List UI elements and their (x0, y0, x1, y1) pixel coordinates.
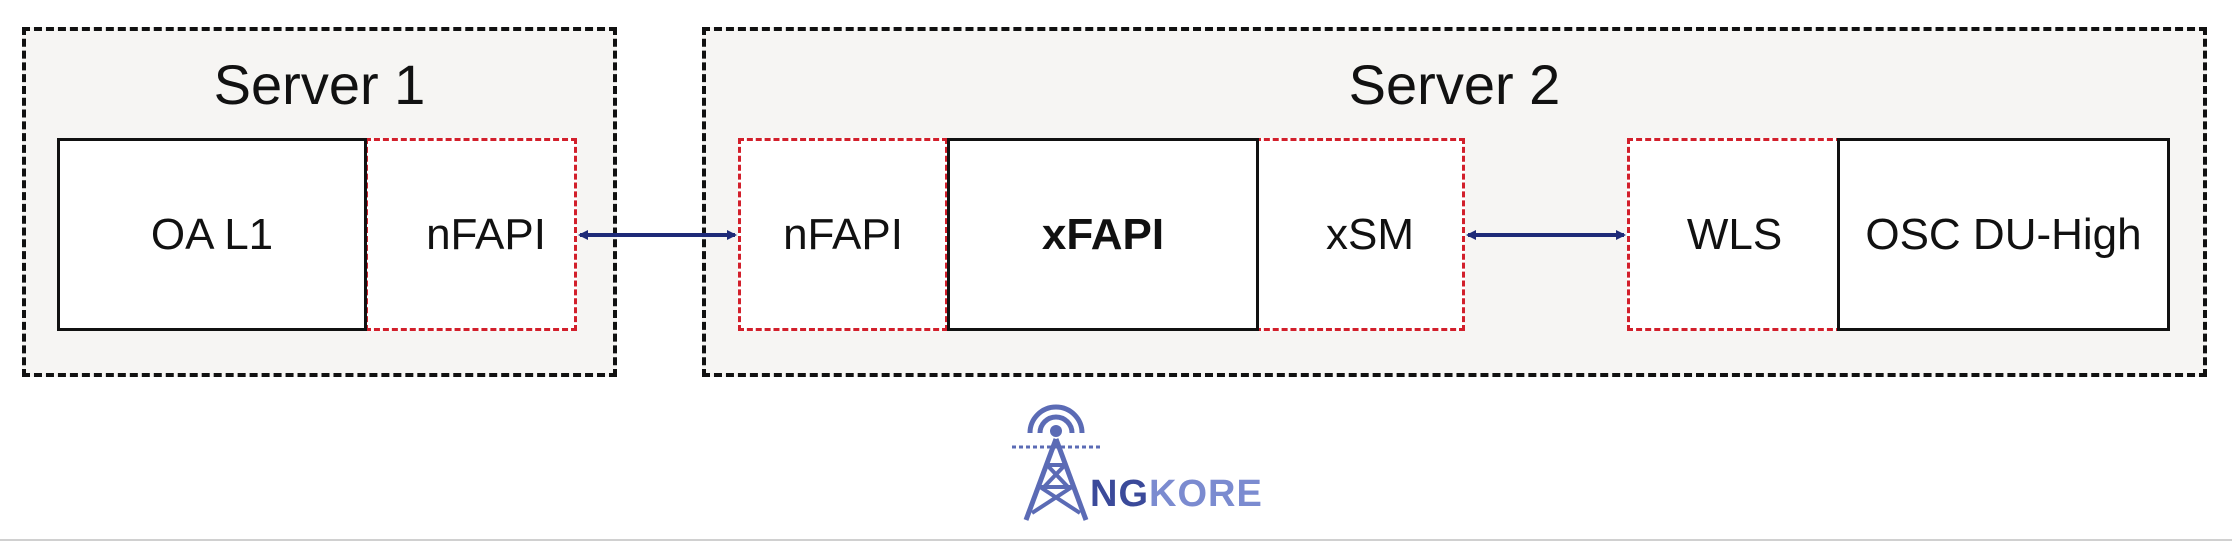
xsm-box: xSM (1255, 138, 1465, 331)
radio-tower-icon (1012, 404, 1100, 521)
oa-l1-box: OA L1 (57, 138, 367, 331)
bottom-divider (0, 539, 2232, 541)
server-1-nfapi-box: nFAPI (365, 138, 577, 331)
oa-l1-label: OA L1 (150, 209, 274, 259)
xfapi-label: xFAPI (1041, 209, 1165, 259)
xfapi-box: xFAPI (947, 138, 1259, 331)
osc-du-high-box: OSC DU-High (1837, 138, 2170, 331)
wls-box: WLS (1627, 138, 1842, 331)
wls-label: WLS (1686, 209, 1783, 259)
osc-du-high-label: OSC DU-High (1865, 209, 2142, 259)
server-1-nfapi-label: nFAPI (426, 209, 546, 259)
ngkore-logo-text-ng: NG (1090, 473, 1149, 515)
ngkore-logo: NGKORE (1000, 395, 1263, 530)
server-2-title: Server 2 (1348, 53, 1561, 116)
xsm-label: xSM (1326, 209, 1414, 259)
server-1-title: Server 1 (213, 53, 426, 116)
server-2-nfapi-label: nFAPI (783, 209, 903, 259)
ngkore-logo-text: NGKORE (1090, 475, 1263, 513)
ngkore-logo-text-kore: KORE (1149, 473, 1263, 515)
server-2-nfapi-box: nFAPI (738, 138, 948, 331)
